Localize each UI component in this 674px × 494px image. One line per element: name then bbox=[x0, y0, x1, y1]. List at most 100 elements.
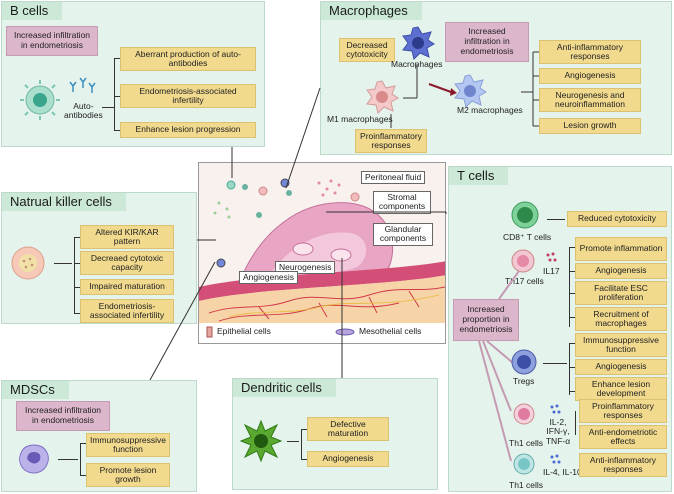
m2-effect-1: Anti-inflammatory responses bbox=[539, 40, 641, 64]
th1-effect-2: Anti-endometriotic effects bbox=[579, 425, 667, 449]
nk-effect-1: Altered KIR/KAR pattern bbox=[80, 225, 174, 249]
b-connector-v bbox=[114, 58, 115, 130]
treg-cell-icon bbox=[511, 349, 537, 375]
center-illustration: Peritoneal fluid Stromal components Glan… bbox=[198, 162, 446, 344]
t-callout-links bbox=[478, 270, 520, 462]
t-cells-title: T cells bbox=[449, 167, 509, 185]
mdscs-panel: MDSCs Increased infiltration in endometr… bbox=[1, 380, 197, 492]
nk-effect-4: Endometriosis-associated infertility bbox=[80, 299, 174, 323]
il17-label: IL17 bbox=[543, 266, 560, 276]
dendritic-panel: Dendritic cells Defective maturation Ang… bbox=[232, 378, 438, 490]
treg-effect-2: Angiogenesis bbox=[575, 359, 667, 375]
b-cells-callout: Increased infiltration in endometriosis bbox=[6, 26, 98, 56]
macrophages-title: Macrophages bbox=[321, 2, 422, 20]
b-connector-1 bbox=[114, 58, 120, 59]
th2-cell-icon bbox=[513, 453, 535, 475]
cd8-effect: Reduced cytotoxicity bbox=[567, 211, 667, 227]
th2-effect-1: Anti-inflammatory responses bbox=[579, 453, 667, 477]
nk-c1 bbox=[74, 237, 80, 238]
treg-label: Tregs bbox=[513, 376, 535, 386]
m2-effect-2: Angiogenesis bbox=[539, 68, 641, 84]
nk-connector-v bbox=[74, 237, 75, 313]
treg-c3 bbox=[569, 391, 575, 392]
th1-cytokines: IL-2, IFN-γ, TNF-α bbox=[545, 417, 571, 446]
mdsc-v bbox=[80, 443, 81, 475]
th17-c1 bbox=[569, 247, 575, 248]
nk-c4 bbox=[74, 313, 80, 314]
dc-c1 bbox=[301, 429, 307, 430]
treg-arrow bbox=[543, 363, 567, 364]
m1-label: M1 macrophages bbox=[327, 114, 393, 124]
th17-c2 bbox=[569, 271, 575, 272]
cd8-label: CD8⁺ T cells bbox=[503, 232, 552, 242]
il17-dots-icon bbox=[546, 252, 557, 262]
treg-effect-3: Enhance lesion development bbox=[575, 377, 667, 401]
th1-label: Th1 cells bbox=[509, 438, 544, 448]
b-cell-icon bbox=[20, 80, 60, 120]
th17-effect-4: Recruitment of macrophages bbox=[575, 307, 667, 331]
macro-decreased-box: Decreased cytotoxicity bbox=[339, 38, 395, 62]
b-connector-3 bbox=[114, 130, 120, 131]
cd8-cell-icon bbox=[511, 201, 539, 229]
stromal-label: Stromal components bbox=[373, 191, 431, 214]
th17-v bbox=[569, 247, 570, 327]
th2-cytokines: IL-4, IL-10 bbox=[543, 467, 582, 477]
mesothelial-label: Mesothelial cells bbox=[359, 326, 422, 336]
m1-effect: Proinflammatory responses bbox=[355, 129, 427, 153]
th1-cell-icon bbox=[513, 403, 535, 425]
th17-effect-1: Promote inflammation bbox=[575, 237, 667, 261]
dendritic-cell-icon bbox=[239, 419, 283, 463]
th17-c3 bbox=[569, 293, 575, 294]
mdsc-arrow bbox=[58, 459, 78, 460]
macrophages-panel: Macrophages Decreased cytotoxicity Macro… bbox=[320, 1, 672, 155]
treg-c2 bbox=[569, 367, 575, 368]
b-cells-title: B cells bbox=[2, 2, 63, 20]
m1-macrophage-icon bbox=[366, 80, 399, 114]
angiogenesis-label: Angiogenesis bbox=[239, 271, 299, 285]
treg-c1 bbox=[569, 343, 575, 344]
nk-cells-title: Natrual killer cells bbox=[2, 193, 126, 211]
mdsc-cell-icon bbox=[19, 444, 49, 474]
b-connector-h bbox=[102, 107, 114, 108]
mdsc-effect-1: Immunosuppressive function bbox=[86, 433, 170, 457]
macro-callout: Increased infiltration in endometriosis bbox=[445, 22, 529, 62]
dc-effect-1: Defective maturation bbox=[307, 417, 389, 441]
nk-c3 bbox=[74, 287, 80, 288]
dc-c2 bbox=[301, 459, 307, 460]
mdsc-effect-2: Promote lesion growth bbox=[86, 463, 170, 487]
m2-effect-4: Lesion growth bbox=[539, 118, 641, 134]
treg-effect-1: Immunosuppressive function bbox=[575, 333, 667, 357]
th2-cytokine-icon bbox=[550, 454, 561, 464]
b-effect-3: Enhance lesion progression bbox=[120, 122, 256, 138]
th17-cell-icon bbox=[511, 249, 535, 273]
m2-macrophage-icon bbox=[454, 74, 487, 108]
b-cells-panel: B cells Increased infiltration in endome… bbox=[1, 1, 265, 147]
b-effect-1: Aberrant production of auto-antibodies bbox=[120, 47, 256, 71]
peritoneal-fluid-label: Peritoneal fluid bbox=[361, 171, 426, 185]
th1-effect-1: Proinflammatory responses bbox=[579, 399, 667, 423]
t-cells-callout: Increased proportion in endometriosis bbox=[453, 299, 519, 341]
b-connector-2 bbox=[114, 96, 120, 97]
b-effect-2: Endometriosis-associated infertility bbox=[120, 84, 256, 108]
nk-arrow bbox=[54, 263, 72, 264]
cd8-arrow bbox=[547, 219, 565, 220]
th1-cytokine-icon bbox=[550, 404, 561, 414]
nk-effect-2: Decreaed cytotoxic capacity bbox=[80, 251, 174, 275]
t-cells-panel: T cells CD8⁺ T cells Reduced cytotoxicit… bbox=[448, 166, 672, 492]
antibody-icon bbox=[69, 77, 96, 93]
mdscs-callout: Increased infiltration in endometriosis bbox=[16, 401, 110, 431]
th1-v bbox=[575, 411, 576, 435]
th17-label: Th17 cells bbox=[505, 276, 544, 286]
th17-c4 bbox=[569, 317, 575, 318]
dc-arrow bbox=[287, 441, 299, 442]
mdscs-title: MDSCs bbox=[2, 381, 69, 399]
glandular-label: Glandular components bbox=[373, 223, 433, 246]
m2-effect-3: Neurogenesis and neuroinflammation bbox=[539, 88, 641, 112]
m2-label: M2 macrophages bbox=[457, 105, 523, 115]
auto-antibodies-label: Auto- antibodies bbox=[64, 101, 103, 121]
mdsc-c1 bbox=[80, 443, 86, 444]
dc-effect-2: Angiogenesis bbox=[307, 451, 389, 467]
th17-effect-3: Facilitate ESC proliferation bbox=[575, 281, 667, 305]
macro-arrows bbox=[390, 51, 539, 128]
nk-effect-3: Impaired maturation bbox=[80, 279, 174, 295]
